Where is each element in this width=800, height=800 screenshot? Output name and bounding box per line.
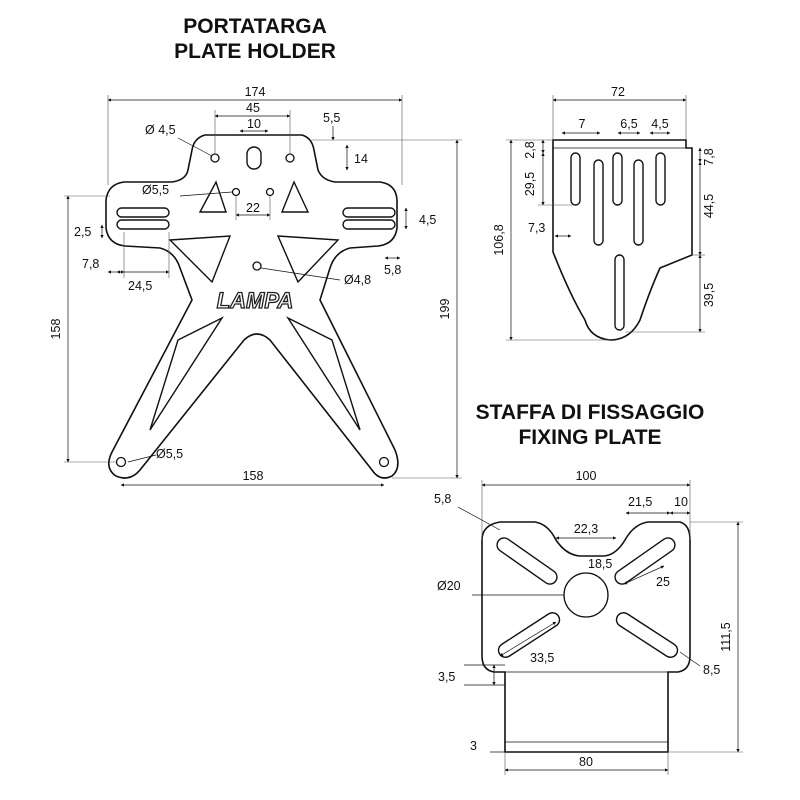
dim-hole-top: Ø 4,5 xyxy=(145,123,176,137)
dim-7-3: 7,3 xyxy=(528,221,545,235)
dim-106-8: 106,8 xyxy=(492,224,506,255)
dim-158-left: 158 xyxy=(49,319,63,340)
dim-44-5: 44,5 xyxy=(702,194,716,218)
dim-111-5: 111,5 xyxy=(719,622,733,651)
dim-2-8: 2,8 xyxy=(523,141,537,158)
plate-holder-dimensions: 174 45 10 5,5 Ø 4,5 14 Ø5,5 22 4,5 2,5 7… xyxy=(49,85,462,487)
dim-5-5-top: 5,5 xyxy=(323,111,340,125)
fixing-plate-part xyxy=(481,521,691,753)
dim-7-8-bracket: 7,8 xyxy=(702,148,716,165)
dim-80: 80 xyxy=(579,755,593,769)
dim-100: 100 xyxy=(576,469,597,483)
dim-22-3: 22,3 xyxy=(574,522,598,536)
lampa-logo: LAMPA xyxy=(217,288,294,313)
dim-18-5: 18,5 xyxy=(588,557,612,571)
dim-hole-20: Ø20 xyxy=(437,579,461,593)
heading-plate-holder-it: PORTATARGA xyxy=(183,15,326,38)
dim-14: 14 xyxy=(354,152,368,166)
dim-199: 199 xyxy=(438,299,452,320)
plate-holder-part: LAMPA xyxy=(105,134,399,479)
fixing-plate-dimensions: 100 5,8 21,5 10 22,3 18,5 Ø20 25 33,5 8,… xyxy=(434,469,743,775)
dim-158-bottom: 158 xyxy=(243,469,264,483)
dim-72: 72 xyxy=(611,85,625,99)
dim-24-5: 24,5 xyxy=(128,279,152,293)
dim-5-8-plate: 5,8 xyxy=(434,492,451,506)
dim-25: 25 xyxy=(656,575,670,589)
dim-6-5: 6,5 xyxy=(620,117,637,131)
dim-3-5: 3,5 xyxy=(438,670,455,684)
dim-hole-side: Ø5,5 xyxy=(142,183,169,197)
dim-22: 22 xyxy=(246,201,260,215)
heading-fixing-plate-it: STAFFA DI FISSAGGIO xyxy=(476,401,705,424)
dim-7: 7 xyxy=(579,117,586,131)
dim-33-5: 33,5 xyxy=(530,651,554,665)
dim-3: 3 xyxy=(470,739,477,753)
dim-4-5-bracket: 4,5 xyxy=(651,117,668,131)
heading-fixing-plate-en: FIXING PLATE xyxy=(518,426,661,449)
dim-45: 45 xyxy=(246,101,260,115)
heading-plate-holder-en: PLATE HOLDER xyxy=(174,40,336,63)
dim-21-5: 21,5 xyxy=(628,495,652,509)
dim-hole-bottom: Ø5,5 xyxy=(156,447,183,461)
dim-10: 10 xyxy=(247,117,261,131)
dim-5-8-right: 5,8 xyxy=(384,263,401,277)
dim-8-5: 8,5 xyxy=(703,663,720,677)
dim-2-5-left: 2,5 xyxy=(74,225,91,239)
dim-29-5: 29,5 xyxy=(523,172,537,196)
bracket-dimensions: 72 7 6,5 4,5 2,8 7,8 29,5 106,8 7,3 44,5… xyxy=(492,85,716,341)
dim-4-5-right: 4,5 xyxy=(419,213,436,227)
dim-hole-center: Ø4,8 xyxy=(344,273,371,287)
dim-7-8-left: 7,8 xyxy=(82,257,99,271)
bracket-part xyxy=(552,139,693,341)
dim-174: 174 xyxy=(245,85,266,99)
dim-39-5: 39,5 xyxy=(702,283,716,307)
dim-10-plate: 10 xyxy=(674,495,688,509)
